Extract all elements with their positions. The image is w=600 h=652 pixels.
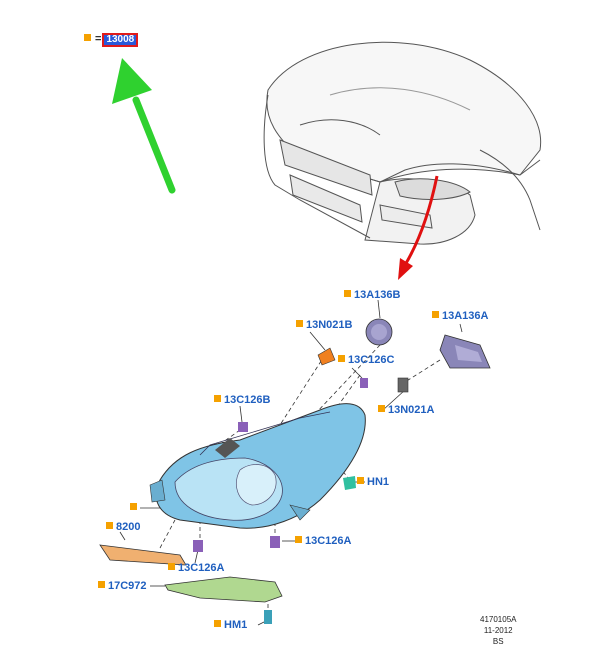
callout-8200: 8200 (106, 521, 140, 534)
socket-13c126a-right (270, 536, 280, 548)
legend-code: =13008 (84, 33, 139, 47)
red-arrow (398, 175, 439, 280)
reference-number: 4170105A (480, 615, 517, 624)
bracket-17c972 (164, 576, 283, 603)
callout-13c126a-right: 13C126A (295, 535, 351, 548)
socket-13c126a-left (193, 540, 203, 552)
callout-blank (130, 502, 140, 515)
screw-hm1 (264, 610, 272, 624)
reflector-8200 (99, 544, 187, 566)
reference-suffix: BS (492, 637, 504, 646)
reference-block: 4170105A 11-2012 BS (480, 614, 516, 647)
socket-13c126c (360, 378, 368, 388)
hn1-part (343, 476, 356, 490)
bulb-cover-13a136b (365, 318, 393, 346)
highlighted-code: 13008 (102, 33, 139, 47)
bulb-13n021b (317, 347, 336, 366)
socket-13c126b (238, 422, 248, 432)
green-arrow (112, 58, 176, 194)
callout-13n021b: 13N021B (296, 319, 352, 332)
callout-hn1: HN1 (357, 476, 389, 489)
callout-13a136a: 13A136A (432, 310, 488, 323)
callout-hm1: HM1 (214, 619, 247, 632)
callout-17c972: 17C972 (98, 580, 147, 593)
callout-13c126a-left: 13C126A (168, 562, 224, 575)
callout-13a136b: 13A136B (344, 289, 400, 302)
vehicle-front-illustration (263, 41, 542, 245)
reference-date: 11-2012 (483, 626, 513, 635)
callout-13n021a: 13N021A (378, 404, 434, 417)
callout-13c126c: 13C126C (338, 354, 394, 367)
bulb-13n021a (397, 377, 409, 393)
headlamp-assembly (149, 403, 366, 529)
callout-13c126b: 13C126B (214, 394, 270, 407)
cover-13a136a (439, 334, 491, 369)
